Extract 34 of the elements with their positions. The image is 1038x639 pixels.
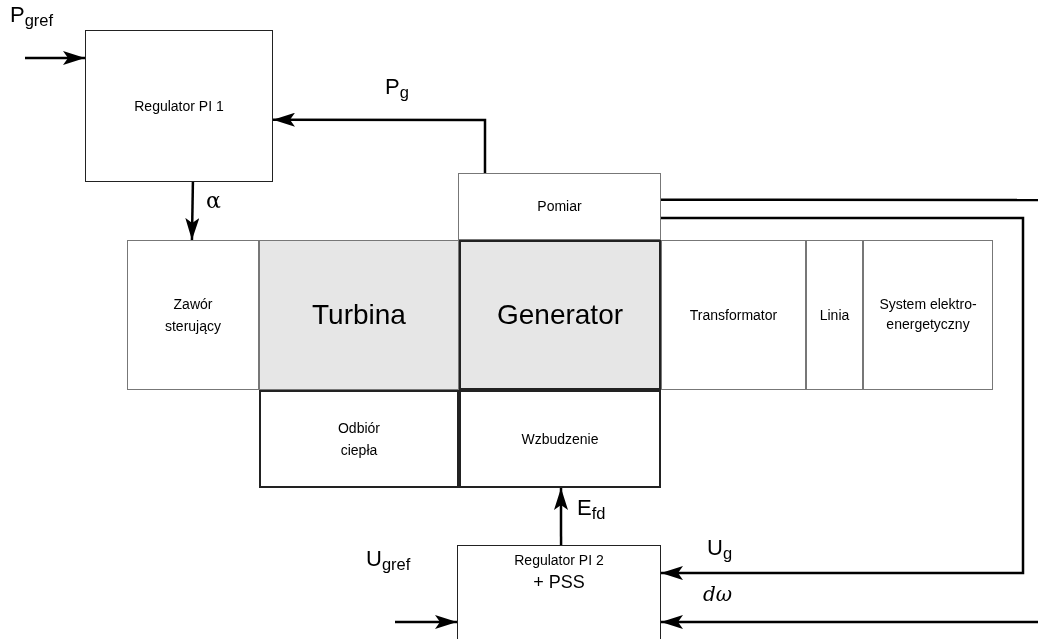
edge-label: α [206,190,221,212]
block-box [459,390,661,488]
block-label: Transformator [689,305,778,325]
block-box [457,545,661,639]
block-box [259,240,459,390]
block-box [259,390,459,488]
block-label: Zawór sterujący [164,294,222,336]
arrow [661,216,1025,581]
block-label: Regulator PI 2 [514,551,604,570]
block-box [863,240,993,390]
block-label: Wzbudzenie [521,429,599,449]
block-box [85,30,273,182]
arrow [273,112,487,173]
arrow [25,51,85,65]
block-label: + PSS [532,571,586,594]
arrow [185,181,200,241]
arrow [554,488,568,545]
block-box [127,240,259,390]
block-label: Turbina [312,298,406,332]
block-label: Pomiar [537,197,582,216]
block-label: Generator [496,298,624,332]
block-box [661,240,806,390]
block-box [459,240,661,390]
edge-label: E$_{fd}$ [577,497,606,519]
arrow [395,615,457,629]
block-box [806,240,863,390]
signal-line [661,198,1038,202]
block-label: Linia [819,305,850,325]
arrow [661,615,1038,629]
edge-label: dω [703,584,733,604]
block-label: Regulator PI 1 [134,96,224,116]
block-label: System elektro- energetyczny [878,295,978,334]
block-box [458,173,661,240]
block-label: Odbiór ciepła [337,418,381,460]
